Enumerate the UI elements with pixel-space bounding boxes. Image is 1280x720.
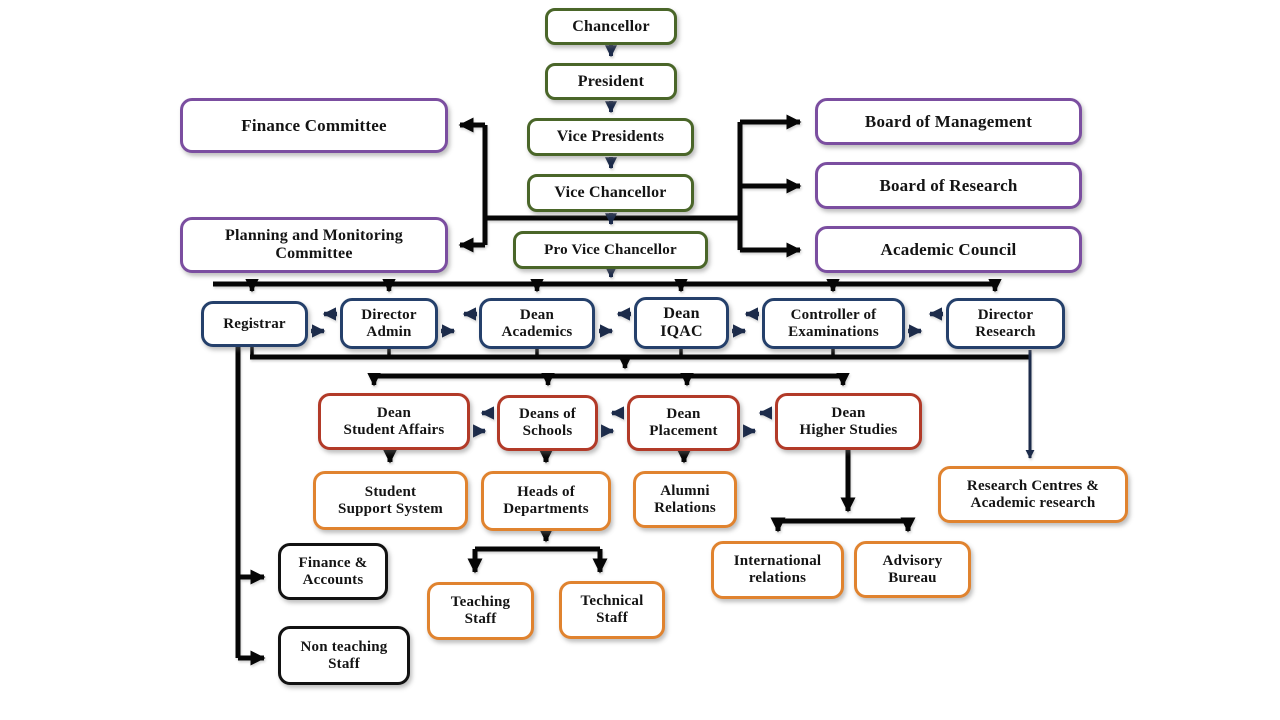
node-academic-council: Academic Council [815,226,1082,273]
node-technical-staff: Technical Staff [559,581,665,639]
node-dean-iqac: Dean IQAC [634,297,729,349]
node-dean-placement: Dean Placement [627,395,740,451]
officer-row-drop-arrows [245,278,1002,293]
node-dean-student-affairs: Dean Student Affairs [318,393,470,450]
node-chancellor: Chancellor [545,8,677,45]
node-vice-presidents: Vice Presidents [527,118,694,156]
node-research-centres: Research Centres & Academic research [938,466,1128,523]
node-registrar: Registrar [201,301,308,347]
node-deans-of-schools: Deans of Schools [497,395,598,451]
committee-branch-arrows [238,114,802,666]
node-student-support-system: Student Support System [313,471,468,530]
node-director-admin: Director Admin [340,298,438,349]
node-dean-academics: Dean Academics [479,298,595,349]
node-board-of-research: Board of Research [815,162,1082,209]
node-advisory-bureau: Advisory Bureau [854,541,971,598]
node-international-relations: International relations [711,541,844,599]
node-heads-of-departments: Heads of Departments [481,471,611,531]
node-pro-vice-chancellor: Pro Vice Chancellor [513,231,708,269]
node-director-research: Director Research [946,298,1065,349]
dean-bidirectional-arrows [472,406,773,438]
unit-arrows [382,448,916,574]
officer-bidirectional-arrows [311,307,943,338]
node-controller-of-examinations: Controller of Examinations [762,298,905,349]
node-board-of-management: Board of Management [815,98,1082,145]
node-finance-committee: Finance Committee [180,98,448,153]
node-vice-chancellor: Vice Chancellor [527,174,694,212]
node-finance-accounts: Finance & Accounts [278,543,388,600]
node-alumni-relations: Alumni Relations [633,471,737,528]
node-teaching-staff: Teaching Staff [427,582,534,640]
node-non-teaching-staff: Non teaching Staff [278,626,410,685]
node-planning-monitoring-committee: Planning and Monitoring Committee [180,217,448,273]
dean-row-arrows [367,355,850,387]
node-president: President [545,63,677,100]
node-dean-higher-studies: Dean Higher Studies [775,393,922,450]
committee-branch-lines [213,122,1030,658]
officer-row-stubs [250,347,835,356]
